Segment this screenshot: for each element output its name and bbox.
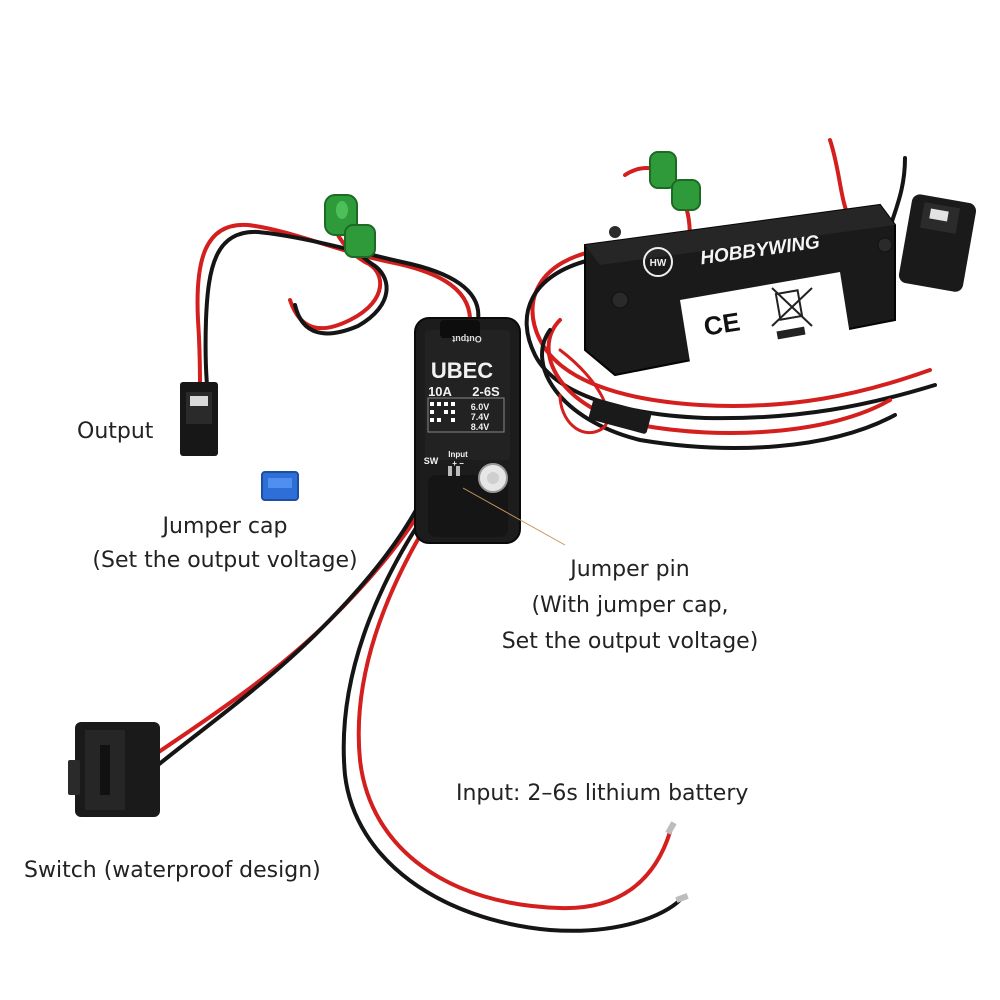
- hobbywing-logo-mark: HW: [650, 258, 667, 269]
- jumper-cap-note: (Set the output voltage): [92, 548, 358, 573]
- waterproof-switch: [68, 722, 160, 817]
- jumper-pin-title: Jumper pin: [570, 557, 690, 582]
- ce-mark: CE: [702, 306, 742, 341]
- ubec-polarity-print: + −: [452, 459, 464, 468]
- green-wire-clip-left: [324, 194, 376, 258]
- signal-connector-right: [588, 398, 652, 434]
- jumper-pin-pointer: [462, 487, 566, 546]
- hobbywing-ubec-body: [584, 203, 896, 377]
- jumper-pin-label: Jumper pin (With jumper cap, Set the out…: [480, 552, 780, 660]
- ubec-sw-print: SW: [424, 456, 439, 466]
- green-wire-clip-right: [649, 151, 701, 211]
- jumper-pin-note-1: (With jumper cap,: [531, 593, 729, 618]
- jumper-cap-title: Jumper cap: [162, 514, 288, 539]
- ubec-voltage-6v: 6.0V: [471, 402, 490, 412]
- jumper-cap-label: Jumper cap (Set the output voltage): [80, 510, 370, 578]
- input-lead-wires: [148, 473, 689, 933]
- ubec-input-print: Input: [448, 450, 468, 459]
- weee-bin-icon: [771, 287, 813, 340]
- jumper-pin-note-2: Set the output voltage): [501, 629, 759, 654]
- switch-label: Switch (waterproof design): [24, 858, 321, 883]
- ubec-output-print: Output: [452, 334, 482, 344]
- ubec-cells: 2-6S: [472, 384, 500, 399]
- ubec-rating: 10A: [428, 384, 452, 399]
- ubec-module: [414, 317, 521, 544]
- ubec-voltage-74v: 7.4V: [471, 412, 490, 422]
- jumper-cap: [261, 471, 299, 501]
- ubec-brand: UBEC: [431, 358, 493, 383]
- input-label: Input: 2–6s lithium battery: [456, 781, 749, 806]
- ubec-voltage-84v: 8.4V: [471, 422, 490, 432]
- output-servo-connector: [180, 382, 218, 456]
- hobbywing-switch: [898, 194, 977, 292]
- output-label: Output: [77, 419, 154, 444]
